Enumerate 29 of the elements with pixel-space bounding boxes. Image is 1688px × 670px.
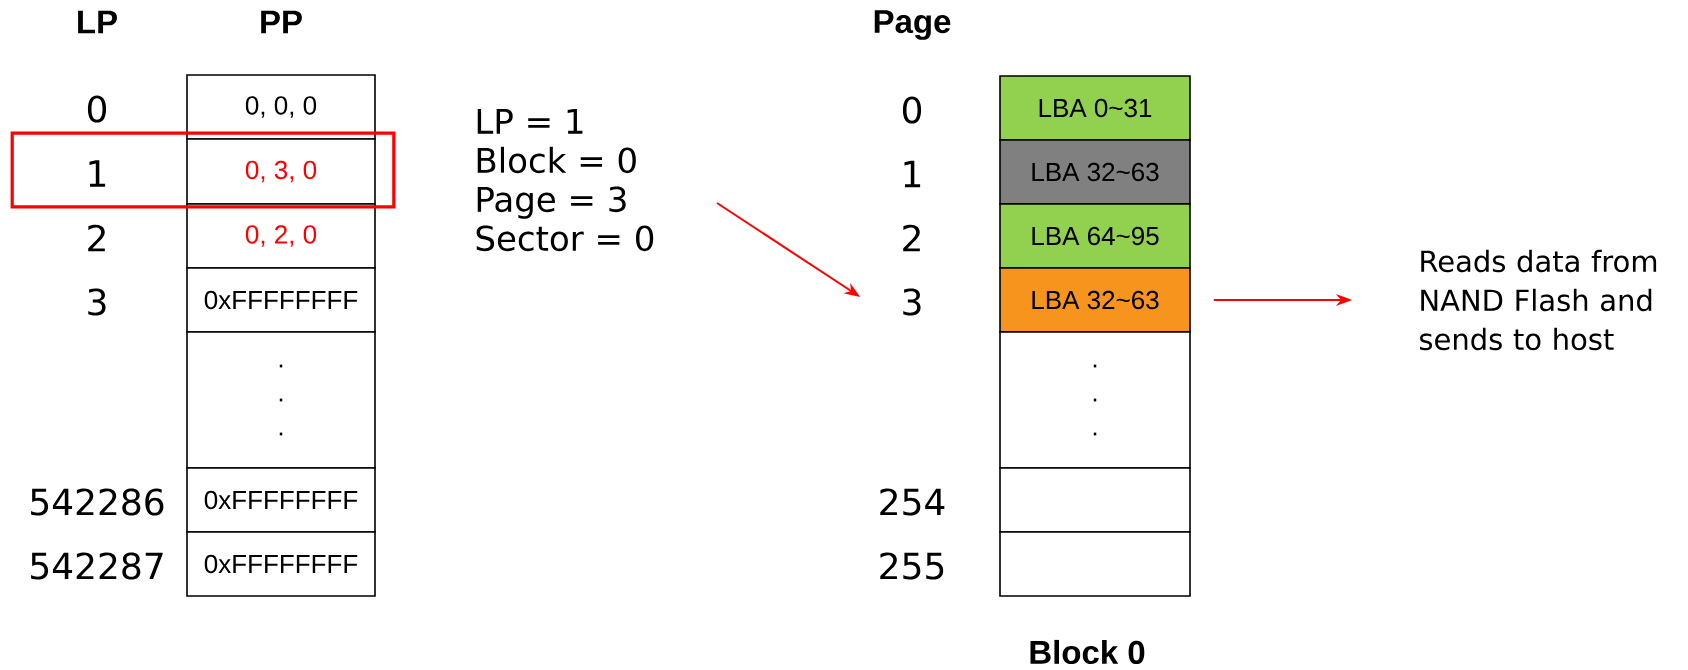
annotation-text: LP = 1 Block = 0 Page = 3 Sector = 0 [476, 108, 654, 252]
row-number: 0 [902, 96, 922, 124]
row-number: 0 [87, 95, 107, 123]
table-cell: 0, 3, 0 [186, 138, 376, 205]
row-number: 254 [880, 488, 945, 516]
column-heading: LP [78, 10, 117, 34]
row-number: 255 [880, 552, 944, 580]
table-cell: LBA 32~63 [999, 267, 1191, 333]
table-cell: 0xFFFFFFFF [186, 267, 376, 333]
annotation-text: Reads data from NAND Flash and sends to host [1420, 249, 1657, 351]
table-cell: LBA 0~31 [999, 75, 1191, 141]
row-number: 3 [903, 288, 921, 316]
row-number: 542287 [31, 552, 163, 580]
row-number: 2 [903, 224, 920, 252]
table-cell: 0, 2, 0 [186, 203, 376, 269]
table-cell: 0xFFFFFFFF [186, 531, 376, 597]
column-heading: PP [261, 10, 302, 34]
table-cell: LBA 64~95 [999, 203, 1191, 269]
row-number: 1 [904, 160, 921, 188]
row-number: 1 [89, 160, 106, 187]
table-cell: LBA 32~63 [999, 139, 1191, 205]
column-heading: Page [874, 10, 951, 40]
table-cell: 0, 0, 0 [186, 74, 376, 140]
highlight-frame [10, 131, 396, 209]
row-number: 2 [88, 224, 105, 252]
row-number: 542286 [31, 488, 164, 516]
row-number: 3 [88, 288, 106, 316]
table-cell: 0xFFFFFFFF [186, 467, 376, 533]
table-caption: Block 0 [1030, 639, 1145, 665]
